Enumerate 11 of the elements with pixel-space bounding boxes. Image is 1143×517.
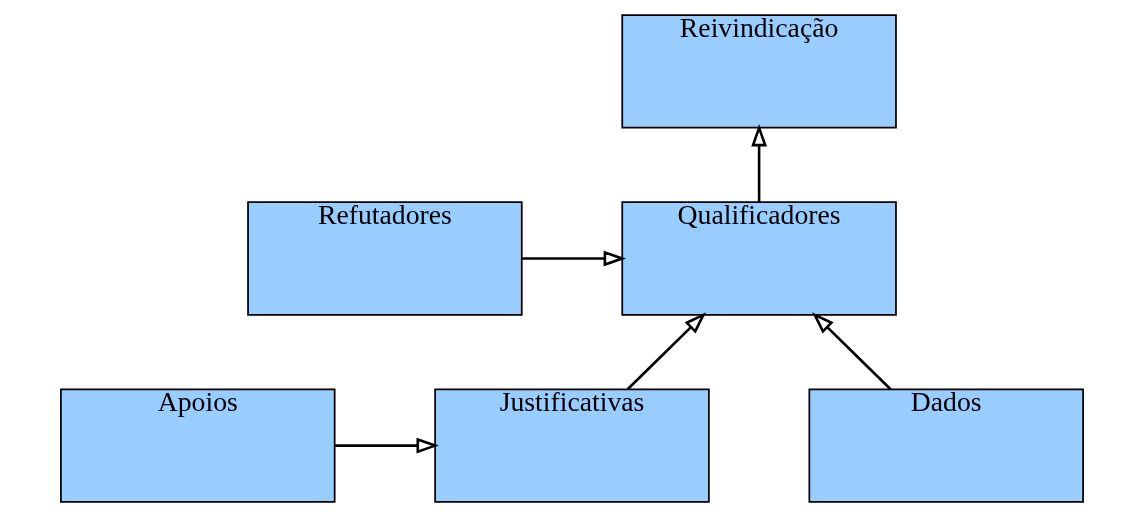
- node-box: Refutadores: [246, 201, 523, 316]
- node-box: Reivindicação: [620, 14, 897, 129]
- node-box: Qualificadores: [620, 201, 897, 316]
- arrow: [521, 250, 626, 267]
- node-box: Dados: [807, 388, 1084, 503]
- arrow: [750, 123, 767, 203]
- node-box: Justificativas: [433, 388, 710, 503]
- node-box: Apoios: [59, 388, 336, 503]
- arrow: [334, 437, 439, 454]
- arrow: [626, 312, 706, 391]
- arrow: [811, 312, 891, 391]
